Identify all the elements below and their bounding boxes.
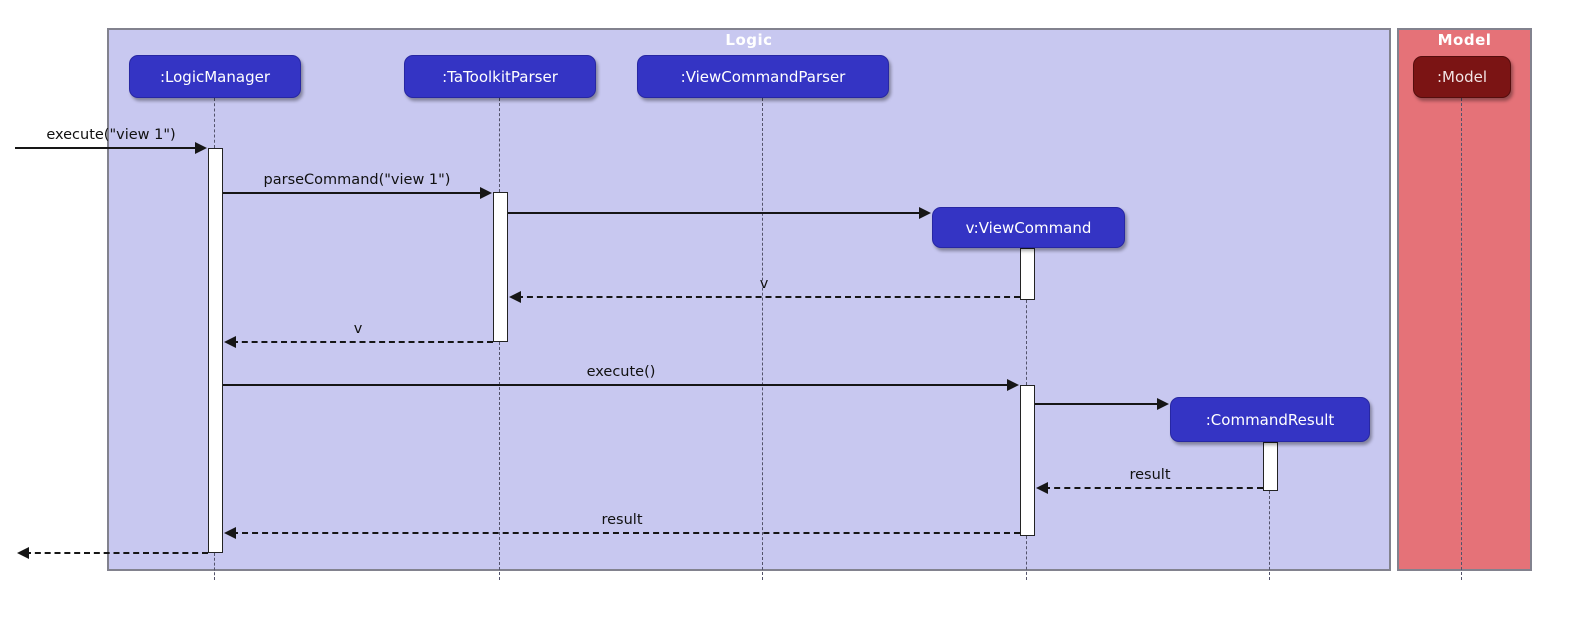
message-line-final-return	[25, 552, 208, 554]
arrowhead-icon	[17, 547, 29, 559]
message-line-parse-command	[223, 192, 484, 194]
message-label-result-1: result	[1129, 467, 1171, 483]
participant-command-result: :CommandResult	[1170, 397, 1370, 442]
lifeline-logic-manager	[214, 553, 215, 580]
participant-logic-manager: :LogicManager	[129, 55, 301, 98]
logic-frame	[107, 28, 1391, 571]
participant-view-command-parser: :ViewCommandParser	[637, 55, 889, 98]
message-line-create-view-command	[508, 212, 923, 214]
model-frame	[1397, 28, 1532, 571]
arrowhead-icon	[224, 336, 236, 348]
logic-frame-title: Logic	[725, 31, 773, 49]
participant-ta-toolkit-parser: :TaToolkitParser	[404, 55, 596, 98]
lifeline-ta-toolkit-parser	[499, 342, 500, 580]
lifeline-logic-manager	[214, 98, 215, 148]
message-line-return-v-1	[517, 296, 1020, 298]
arrowhead-icon	[480, 187, 492, 199]
arrowhead-icon	[1157, 398, 1169, 410]
model-frame-title: Model	[1437, 31, 1492, 49]
message-line-result-2	[232, 532, 1020, 534]
message-label-parse-command: parseCommand("view 1")	[263, 172, 451, 188]
activation-logic-manager	[208, 148, 223, 553]
message-label-execute-view: execute("view 1")	[46, 127, 176, 143]
participant-view-command: v:ViewCommand	[932, 207, 1125, 248]
arrowhead-icon	[509, 291, 521, 303]
arrowhead-icon	[224, 527, 236, 539]
lifeline-view-command	[1026, 536, 1027, 580]
activation-ta-toolkit-parser	[493, 192, 508, 342]
lifeline-ta-toolkit-parser	[499, 98, 500, 192]
lifeline-view-command-parser	[762, 98, 763, 580]
message-label-result-2: result	[601, 512, 643, 528]
arrowhead-icon	[1007, 379, 1019, 391]
lifeline-view-command	[1026, 300, 1027, 385]
activation-command-result	[1263, 442, 1278, 491]
message-line-execute	[223, 384, 1011, 386]
message-line-result-1	[1044, 487, 1263, 489]
arrowhead-icon	[195, 142, 207, 154]
message-label-return-v-1: v	[759, 276, 769, 292]
message-label-execute: execute()	[586, 364, 656, 380]
participant-model: :Model	[1413, 56, 1511, 98]
message-line-create-command-result	[1035, 403, 1161, 405]
message-line-return-v-2	[232, 341, 493, 343]
lifeline-command-result	[1269, 491, 1270, 580]
activation-view-command-create	[1020, 248, 1035, 300]
arrowhead-icon	[919, 207, 931, 219]
message-label-return-v-2: v	[353, 321, 363, 337]
activation-view-command-execute	[1020, 385, 1035, 536]
message-line-execute-view	[15, 147, 199, 149]
lifeline-model	[1461, 98, 1462, 580]
arrowhead-icon	[1036, 482, 1048, 494]
